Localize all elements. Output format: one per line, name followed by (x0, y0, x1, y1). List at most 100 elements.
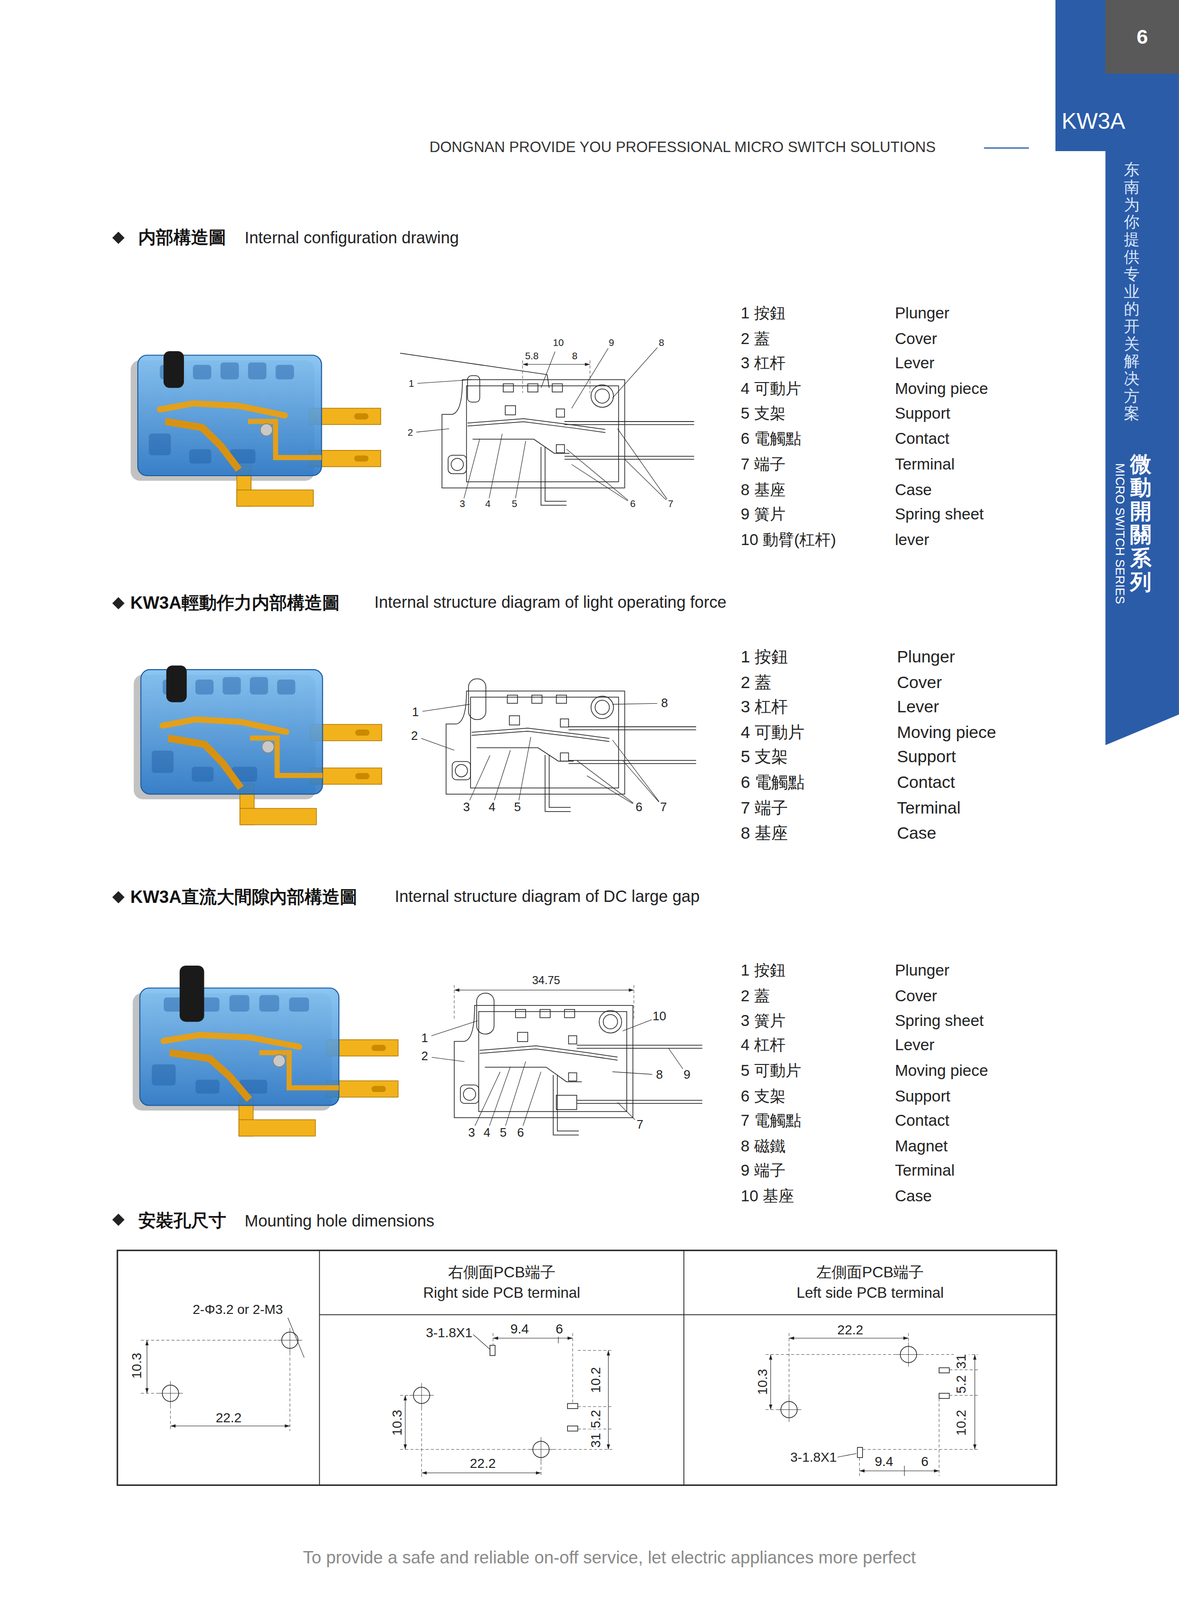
part-name: Spring sheet (894, 1011, 985, 1030)
case-outline (441, 379, 625, 489)
dimension-line (859, 1470, 940, 1472)
leader-line (474, 1071, 501, 1127)
extension-line (765, 1409, 777, 1410)
terminal (549, 755, 571, 808)
dimension-arrow (584, 362, 591, 366)
leader-line (471, 1332, 490, 1350)
section-heading: 内部構造圖 (137, 227, 228, 248)
leader-line (518, 737, 531, 801)
part-name: 5 支架 (739, 747, 789, 767)
footer-text: To provide a safe and reliable on-off se… (302, 1547, 917, 1568)
extension-line (939, 1398, 940, 1477)
terminal-hole (355, 773, 370, 780)
extension-line (577, 1406, 613, 1407)
section-bullet (112, 1213, 125, 1227)
cavity (148, 433, 171, 456)
cavity (195, 679, 214, 695)
leader-line (416, 428, 450, 432)
part-name: 7 端子 (739, 798, 789, 818)
leader-line (287, 1317, 305, 1358)
part-name: Plunger (894, 961, 951, 980)
mount-hole (455, 764, 468, 777)
callout-number: 4 (484, 498, 492, 510)
dimension: 3-1.8X1 (425, 1325, 474, 1341)
extension-line (140, 1340, 278, 1341)
section-bullet (112, 231, 125, 245)
terminal-strip (248, 421, 322, 458)
pivot-hole (599, 1010, 622, 1034)
dimension: 3-1.8X1 (789, 1449, 838, 1466)
terminal-strip (249, 738, 323, 776)
part-name: Terminal (894, 1161, 956, 1180)
part-name: 8 基座 (739, 480, 786, 499)
callout-number: 7 (635, 1117, 644, 1132)
leader-line (617, 428, 668, 499)
dimension-arrow (522, 362, 528, 366)
terminal-hole (371, 1085, 386, 1093)
section-bullet (112, 891, 125, 904)
dimension-arrow (859, 1469, 865, 1473)
moving-piece (467, 418, 606, 430)
dimension: 10.3 (389, 1409, 405, 1437)
spring-seat (517, 1032, 528, 1042)
cavity (288, 997, 309, 1012)
dimension: 10.3 (129, 1351, 145, 1380)
mount-hole (452, 761, 471, 780)
pivot-hole (594, 700, 610, 715)
part-name: Contact (894, 1111, 951, 1130)
table-rule (319, 1314, 1057, 1316)
switch-render (130, 351, 381, 507)
leader-line (668, 1048, 683, 1069)
support (169, 1052, 250, 1100)
dimension-arrow (973, 1354, 977, 1360)
dimension-arrow (170, 1424, 176, 1428)
cavity (191, 766, 214, 782)
part-name: 1 按鈕 (739, 647, 789, 667)
terminal-strip (259, 1052, 340, 1088)
part-name: 8 基座 (739, 823, 789, 844)
part-name: Spring sheet (894, 505, 985, 524)
rib (503, 383, 514, 393)
leader-line (834, 1453, 857, 1458)
rib (552, 383, 563, 393)
part-name: Cover (894, 329, 939, 348)
terminal (545, 446, 567, 501)
leader-line (488, 433, 503, 499)
extension-line (788, 1332, 790, 1398)
terminal (576, 1047, 703, 1049)
mounting-table (117, 1250, 1057, 1486)
pcb-pin (489, 1345, 496, 1356)
terminal (576, 1100, 703, 1102)
leader-line (566, 449, 629, 501)
terminal (564, 459, 695, 461)
schematic-drawing (431, 985, 703, 1136)
contact (556, 444, 565, 453)
callout-number: 3 (459, 498, 466, 510)
side-tab: KW3A东南为你提供专业的开关解决方案微動開關系列MICRO SWITCH SE… (1055, 0, 1179, 746)
part-name: Cover (894, 987, 939, 1006)
rib (556, 695, 567, 704)
extension-line (920, 1354, 978, 1355)
rib (564, 1009, 575, 1018)
leader-line (540, 351, 556, 388)
leader-line (421, 738, 455, 751)
rib (539, 1009, 550, 1018)
leader-line (505, 1061, 526, 1127)
terminal (236, 489, 314, 507)
table-header-cell-text: 右側面PCB端子 (448, 1263, 556, 1282)
leader-line (489, 1066, 511, 1127)
dimension-arrow (606, 1350, 611, 1356)
pcb-pin (567, 1426, 578, 1432)
cavity (220, 362, 240, 380)
part-name: 8 磁鐵 (739, 1137, 786, 1156)
leader-line (469, 755, 490, 802)
terminal (568, 760, 697, 762)
callout-number: 6 (629, 498, 637, 510)
artwork (112, 147, 1057, 1486)
callout-number: 7 (667, 498, 674, 510)
leader-line (586, 775, 633, 804)
dimension: 5.2 (953, 1374, 969, 1395)
extension-line (421, 1407, 422, 1477)
dimension: 22.2 (836, 1322, 864, 1338)
center-line (421, 1383, 422, 1409)
